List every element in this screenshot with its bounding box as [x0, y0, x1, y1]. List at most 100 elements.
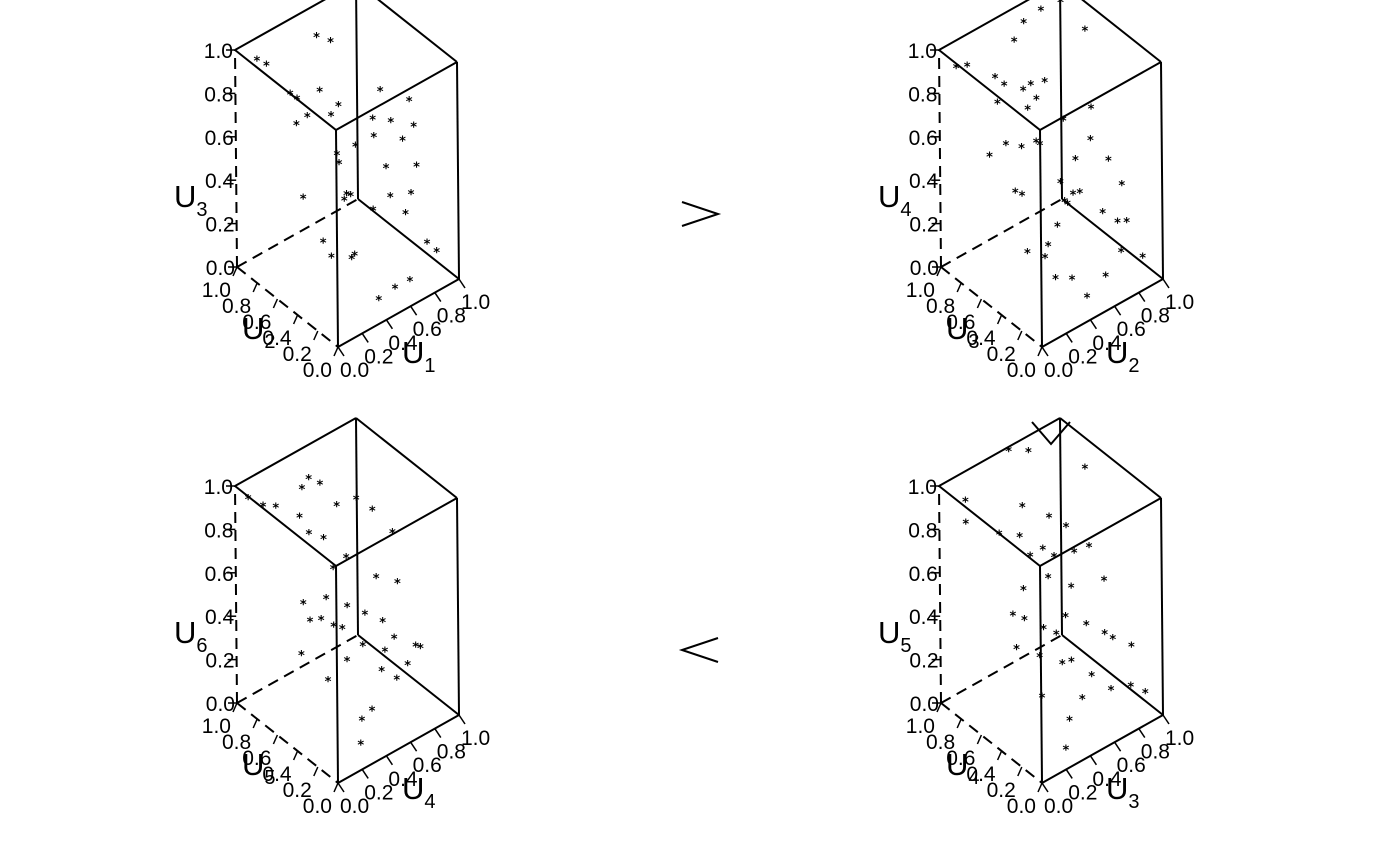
x-tick-label: 1.0 [1165, 291, 1194, 314]
data-point: * [402, 208, 409, 223]
data-point: * [1064, 198, 1071, 213]
y-axis-tick [936, 266, 942, 277]
data-point: * [313, 31, 320, 46]
data-point: * [328, 251, 335, 266]
data-point: * [370, 131, 377, 146]
y-axis-tick [996, 314, 1003, 325]
z-tick-label: 0.8 [908, 519, 937, 542]
cube-edge [337, 714, 460, 784]
data-point: * [1020, 584, 1027, 599]
y-axis-tick [272, 734, 279, 745]
data-point: * [1057, 0, 1064, 11]
data-point: * [994, 98, 1001, 113]
data-point: * [1123, 216, 1130, 231]
cube-hidden-edge [940, 198, 1063, 268]
x-axis-tick [361, 768, 369, 779]
data-point: * [417, 642, 424, 657]
cube-edge [355, 417, 359, 636]
cube-edge [355, 417, 458, 499]
data-point: * [1069, 273, 1076, 288]
y-tick-label: 0.0 [1007, 795, 1036, 818]
data-point: * [370, 204, 377, 219]
data-point: * [1018, 142, 1025, 157]
data-point: * [1005, 445, 1012, 460]
x-axis-tick [385, 755, 394, 766]
x-tick-label: 0.0 [1044, 359, 1073, 382]
cube-hidden-edge [234, 49, 238, 268]
data-point: * [300, 598, 307, 613]
data-point: * [1020, 84, 1027, 99]
x-axis-tick [1065, 768, 1073, 779]
data-point: * [1013, 643, 1020, 658]
data-point: * [1025, 446, 1032, 461]
y-tick-label: 0.8 [926, 295, 955, 318]
x-tick-label: 1.0 [461, 291, 490, 314]
data-point: * [392, 283, 399, 298]
data-point: * [1019, 501, 1026, 516]
data-point: * [1142, 687, 1149, 702]
data-point: * [369, 704, 376, 719]
data-point: * [263, 59, 270, 74]
cube-hidden-edge [938, 485, 942, 704]
data-point: * [341, 194, 348, 209]
cube-hidden-edge [236, 266, 339, 348]
data-point: * [1033, 136, 1040, 151]
data-point: * [1062, 611, 1069, 626]
data-point: * [1040, 623, 1047, 638]
data-point: * [347, 190, 354, 205]
data-point: * [413, 160, 420, 175]
data-point: * [1002, 139, 1009, 154]
z-tick-label: 0.6 [205, 127, 234, 150]
z-tick-label: 0.4 [205, 606, 235, 629]
z-tick-label: 1.0 [908, 476, 937, 499]
data-point: * [1027, 551, 1034, 566]
data-point: * [1086, 541, 1093, 556]
x-axis-tick [434, 292, 442, 303]
data-point: * [1101, 574, 1108, 589]
cube-edge [1061, 634, 1164, 716]
x-axis-tick [434, 728, 442, 739]
x-tick-label: 0.6 [1117, 754, 1146, 777]
y-tick-label: 0.2 [283, 779, 312, 802]
y-axis-tick [1037, 782, 1043, 793]
data-point: * [1127, 681, 1134, 696]
x-axis-label: U2 [1106, 335, 1140, 377]
data-point: * [1088, 670, 1095, 685]
cube-edge [335, 497, 458, 567]
data-point: * [381, 645, 388, 660]
x-axis-tick [1089, 755, 1098, 766]
y-tick-label: 0.4 [966, 763, 996, 786]
data-point: * [1109, 633, 1116, 648]
z-tick-label: 0.4 [205, 170, 235, 193]
z-tick-label: 1.0 [204, 476, 233, 499]
cube-edge [357, 198, 460, 280]
cube-edge [1081, 0, 1162, 63]
x-tick-label: 0.2 [364, 781, 393, 804]
cube-hidden-edge [940, 702, 1043, 784]
data-point: * [433, 246, 440, 261]
data-point: * [1105, 155, 1112, 170]
data-point: * [300, 192, 307, 207]
cube-edge [1059, 417, 1162, 499]
data-point: * [293, 119, 300, 134]
y-tick-label: 0.6 [242, 311, 271, 334]
data-point: * [344, 655, 351, 670]
z-tick-label: 0.4 [909, 606, 939, 629]
data-point: * [320, 237, 327, 252]
y-axis-tick [1017, 766, 1023, 777]
z-axis-label: U6 [174, 615, 208, 657]
cube-hidden-edge [234, 485, 238, 704]
data-point: * [1042, 252, 1049, 267]
data-point: * [333, 149, 340, 164]
data-point: * [1071, 547, 1078, 562]
data-point: * [369, 114, 376, 129]
x-tick-label: 0.4 [388, 768, 418, 791]
x-axis-tick [1138, 292, 1146, 303]
y-axis-tick [333, 782, 339, 793]
y-tick-label: 0.4 [262, 327, 292, 350]
cube-edge [1061, 198, 1164, 280]
data-point: * [1084, 292, 1091, 307]
y-tick-label: 0.2 [987, 779, 1016, 802]
data-point: * [379, 616, 386, 631]
greater-than-symbol [681, 201, 722, 227]
